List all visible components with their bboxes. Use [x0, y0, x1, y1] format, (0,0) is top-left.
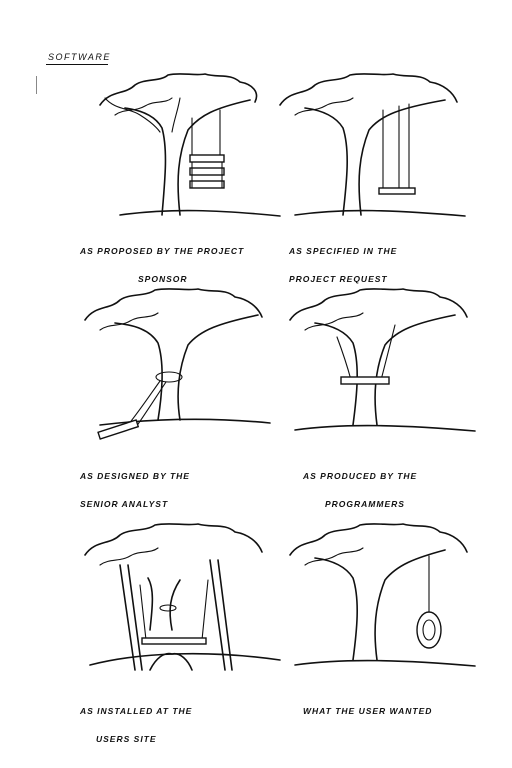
- caption-line: AS PROPOSED BY THE PROJECT: [80, 246, 245, 256]
- title-underline: [46, 64, 108, 65]
- caption-user-wanted: WHAT THE USER WANTED: [285, 690, 495, 746]
- caption-senior-analyst: AS DESIGNED BY THE SENIOR ANALYST: [80, 455, 290, 525]
- tree-swing-drawing-6: [289, 523, 476, 667]
- panel-users-site: AS INSTALLED AT THE USERS SITE: [80, 520, 290, 750]
- panel-user-wanted: WHAT THE USER WANTED: [285, 520, 495, 750]
- caption-project-sponsor: AS PROPOSED BY THE PROJECT SPONSOR: [80, 230, 290, 300]
- panel-project-request: AS SPECIFIED IN THE PROJECT REQUEST: [275, 70, 485, 300]
- caption-project-request: AS SPECIFIED IN THE PROJECT REQUEST: [275, 230, 485, 300]
- page-title: SOFTWARE: [48, 52, 111, 62]
- margin-mark: [36, 76, 37, 94]
- tree-swing-drawing-3: [84, 288, 271, 440]
- caption-line: SPONSOR: [138, 274, 188, 284]
- caption-line: AS DESIGNED BY THE: [80, 471, 190, 481]
- caption-line: PROGRAMMERS: [325, 499, 405, 509]
- caption-line: USERS SITE: [96, 734, 157, 744]
- caption-line: WHAT THE USER WANTED: [303, 706, 433, 716]
- caption-programmers: AS PRODUCED BY THE PROGRAMMERS: [285, 455, 495, 525]
- caption-line: AS INSTALLED AT THE: [80, 706, 193, 716]
- caption-users-site: AS INSTALLED AT THE USERS SITE: [80, 690, 290, 760]
- panel-project-sponsor: AS PROPOSED BY THE PROJECT SPONSOR: [80, 70, 290, 300]
- tree-swing-drawing-4: [289, 288, 476, 432]
- caption-line: AS PRODUCED BY THE: [303, 471, 418, 481]
- caption-line: PROJECT REQUEST: [289, 274, 388, 284]
- caption-line: AS SPECIFIED IN THE: [289, 246, 398, 256]
- caption-line: SENIOR ANALYST: [80, 499, 169, 509]
- tree-swing-drawing-5: [84, 523, 281, 671]
- panel-senior-analyst: AS DESIGNED BY THE SENIOR ANALYST: [80, 285, 290, 515]
- panel-programmers: AS PRODUCED BY THE PROGRAMMERS: [285, 285, 495, 515]
- tree-swing-drawing-1: [99, 73, 281, 217]
- tree-swing-drawing-2: [279, 73, 466, 217]
